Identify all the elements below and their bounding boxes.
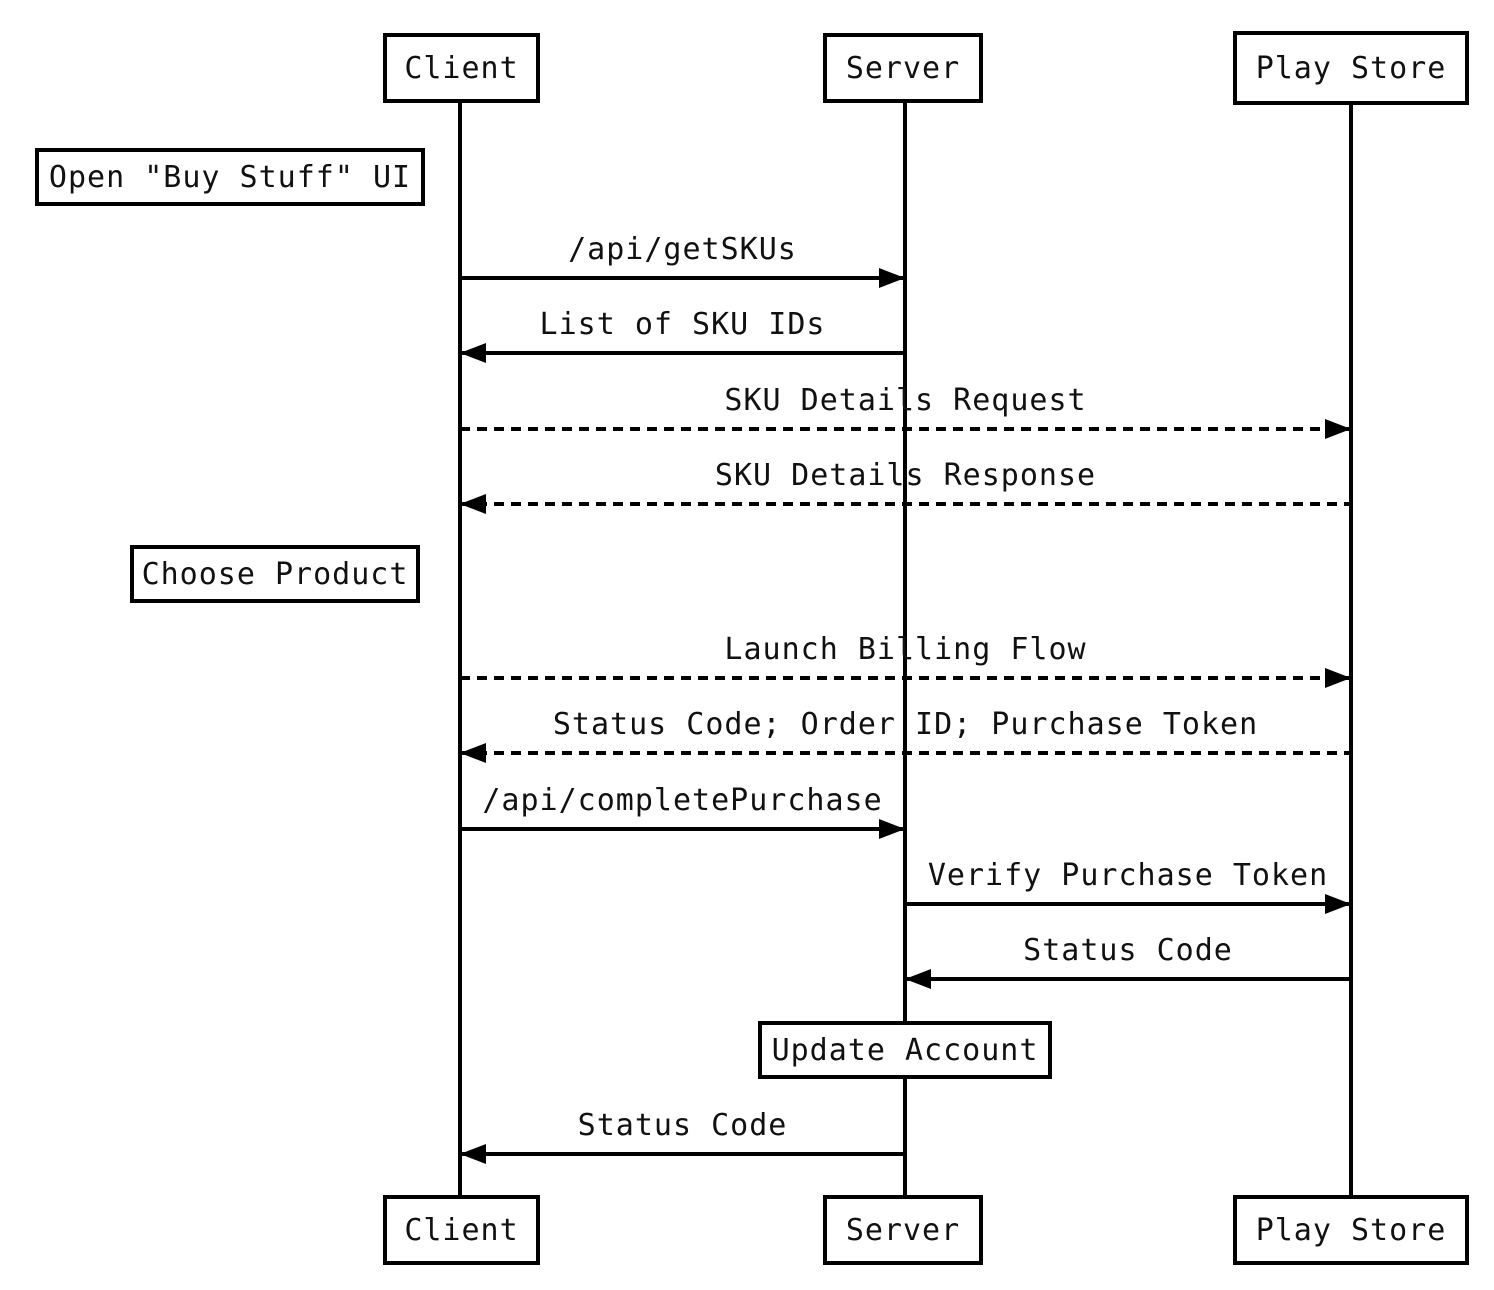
message-line — [905, 902, 1351, 906]
message-line — [460, 276, 905, 280]
message-label: Verify Purchase Token — [927, 858, 1329, 893]
message-status-order-token: Status Code; Order ID; Purchase Token — [460, 707, 1351, 763]
actor-box-play-store-top: Play Store — [1233, 31, 1469, 105]
actor-label-play-store-bottom: Play Store — [1255, 1212, 1447, 1248]
actor-label-server-bottom: Server — [845, 1212, 961, 1248]
message-status-code-to-server: Status Code — [905, 933, 1351, 989]
message-label: /api/completePurchase — [482, 783, 883, 818]
message-api-complete-purchase: /api/completePurchase — [460, 783, 905, 839]
message-label: Launch Billing Flow — [724, 632, 1087, 667]
arrowhead-right-icon — [879, 268, 905, 288]
message-list-of-sku-ids: List of SKU IDs — [460, 307, 905, 363]
message-label: /api/getSKUs — [568, 232, 797, 267]
arrowhead-left-icon — [460, 343, 486, 363]
message-line — [460, 351, 905, 355]
message-label: Status Code — [1023, 933, 1233, 968]
message-sku-details-response: SKU Details Response — [460, 458, 1351, 514]
message-launch-billing-flow: Launch Billing Flow — [460, 632, 1351, 688]
message-label: Status Code — [577, 1108, 788, 1143]
arrowhead-right-icon — [1325, 419, 1351, 439]
arrowhead-right-icon — [1325, 668, 1351, 688]
message-line — [460, 427, 1351, 431]
actor-label-server-top: Server — [845, 50, 961, 86]
message-status-code-to-client: Status Code — [460, 1108, 905, 1164]
message-line — [460, 1152, 905, 1156]
arrowhead-right-icon — [879, 819, 905, 839]
message-api-getskus: /api/getSKUs — [460, 232, 905, 288]
arrowhead-left-icon — [460, 743, 486, 763]
actor-box-client-top: Client — [383, 33, 540, 103]
actor-box-client-bottom: Client — [383, 1195, 540, 1265]
lifeline-play-store — [1349, 100, 1353, 1198]
actor-label-play-store-top: Play Store — [1255, 50, 1447, 86]
arrowhead-left-icon — [460, 1144, 486, 1164]
message-line — [460, 502, 1351, 506]
arrowhead-left-icon — [460, 494, 486, 514]
actor-box-server-top: Server — [823, 33, 983, 103]
lifeline-server — [903, 100, 907, 1198]
message-verify-purchase-token: Verify Purchase Token — [905, 858, 1351, 914]
actor-label-client-bottom: Client — [404, 1212, 519, 1248]
note-label: Open "Buy Stuff" UI — [48, 159, 412, 195]
message-sku-details-request: SKU Details Request — [460, 383, 1351, 439]
note-label: Choose Product — [141, 556, 409, 592]
arrowhead-left-icon — [905, 969, 931, 989]
note-choose-product: Choose Product — [130, 545, 420, 603]
message-label: Status Code; Order ID; Purchase Token — [552, 707, 1259, 742]
note-open-buy-stuff-ui: Open "Buy Stuff" UI — [35, 148, 425, 206]
message-line — [460, 751, 1351, 755]
message-label: List of SKU IDs — [539, 307, 826, 342]
message-label: SKU Details Response — [714, 458, 1097, 493]
message-label: SKU Details Request — [724, 383, 1087, 418]
lifeline-client — [458, 100, 462, 1198]
actor-box-play-store-bottom: Play Store — [1233, 1195, 1469, 1265]
actor-label-client-top: Client — [404, 50, 519, 86]
actor-box-server-bottom: Server — [823, 1195, 983, 1265]
message-line — [905, 977, 1351, 981]
note-label: Update Account — [771, 1032, 1039, 1068]
message-line — [460, 676, 1351, 680]
note-update-account: Update Account — [758, 1021, 1052, 1079]
arrowhead-right-icon — [1325, 894, 1351, 914]
message-line — [460, 827, 905, 831]
